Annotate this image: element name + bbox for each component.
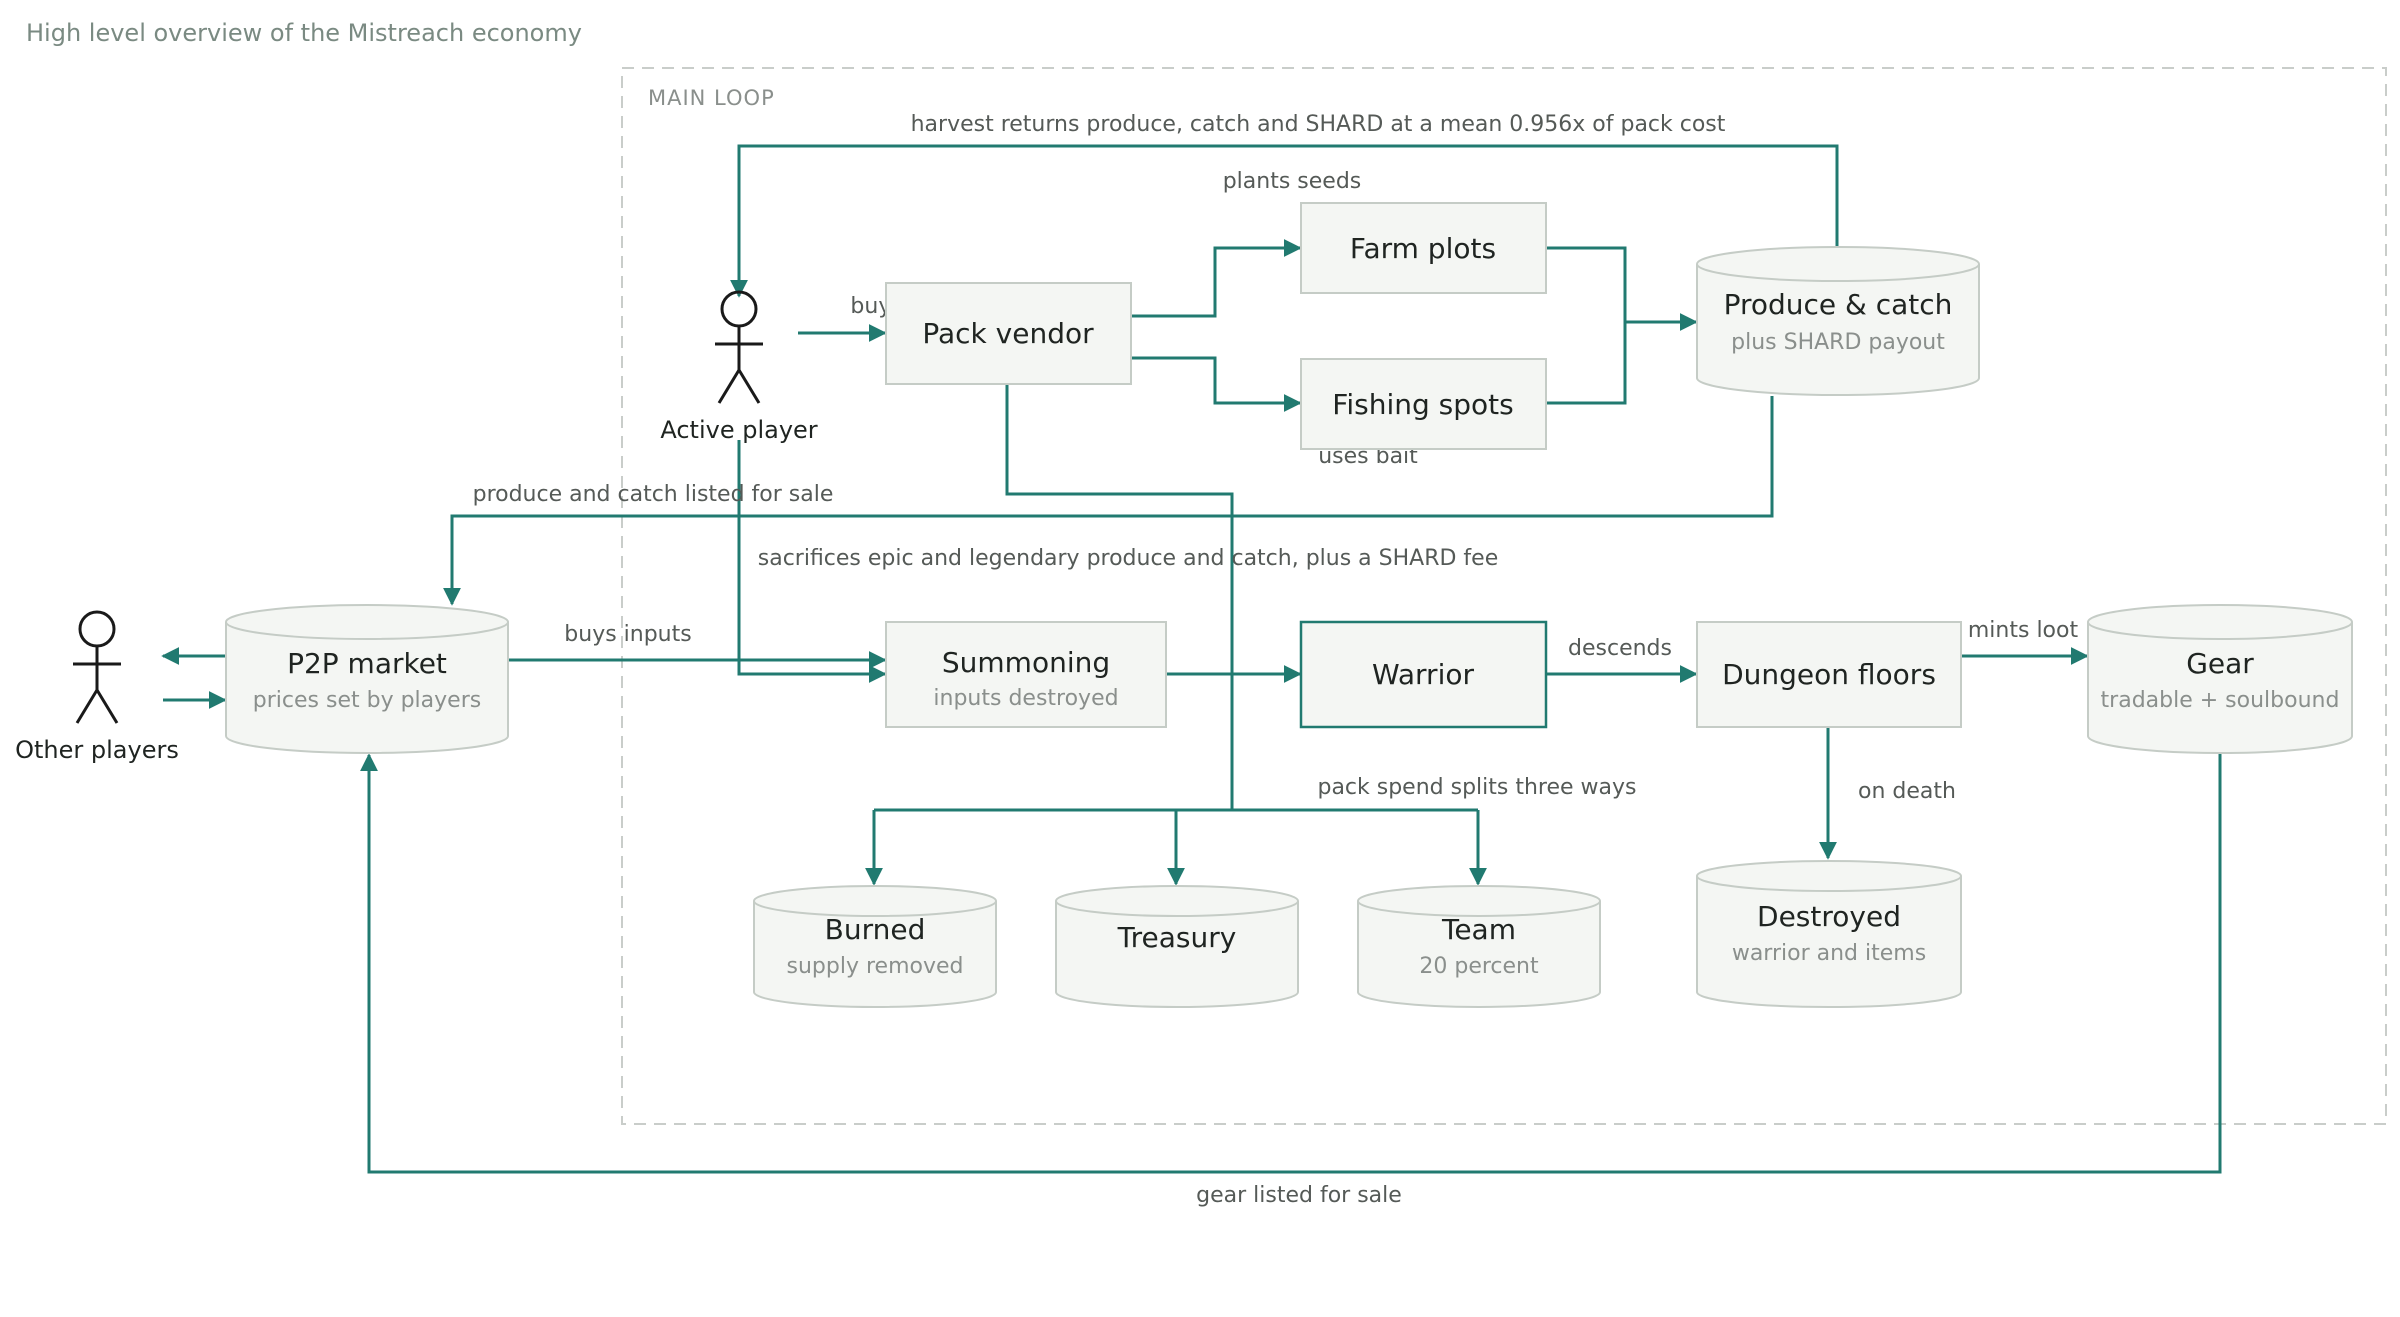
edge-harvest-returns xyxy=(730,144,1839,298)
team-node: Team 20 percent xyxy=(1357,885,1601,1008)
main-loop-group xyxy=(621,67,2387,1125)
team-sub: 20 percent xyxy=(1419,954,1539,979)
gear-title: Gear xyxy=(2186,647,2254,680)
other-players-actor: Other players xyxy=(15,610,179,764)
fishing-spots-title: Fishing spots xyxy=(1332,388,1513,421)
produce-catch-sub: plus SHARD payout xyxy=(1731,330,1945,355)
burned-node: Burned supply removed xyxy=(753,885,997,1008)
label-buys-inputs: buys inputs xyxy=(564,622,691,647)
destroyed-sub: warrior and items xyxy=(1732,941,1926,966)
pack-vendor-node: Pack vendor xyxy=(885,282,1132,385)
treasury-title: Treasury xyxy=(1117,921,1237,954)
produce-catch-node: Produce & catch plus SHARD payout xyxy=(1696,246,1980,396)
destroyed-node: Destroyed warrior and items xyxy=(1696,860,1962,1008)
dungeon-floors-node: Dungeon floors xyxy=(1696,621,1962,728)
warrior-title: Warrior xyxy=(1372,658,1474,691)
farm-plots-node: Farm plots xyxy=(1300,202,1547,294)
stick-figure-icon xyxy=(715,290,763,404)
edge-gear-listed xyxy=(360,753,2222,1174)
edge-merge-produce xyxy=(1545,246,1627,405)
page-title: High level overview of the Mistreach eco… xyxy=(26,19,582,47)
edge-pack-spend xyxy=(1005,385,1234,810)
dungeon-floors-title: Dungeon floors xyxy=(1722,658,1936,691)
p2p-market-title: P2P market xyxy=(287,647,447,680)
edge-plants-seeds xyxy=(1130,239,1302,318)
main-loop-label: MAIN LOOP xyxy=(648,86,775,110)
stick-figure-icon xyxy=(73,610,121,724)
active-player-label: Active player xyxy=(660,416,817,444)
active-player-actor: Active player xyxy=(660,290,818,444)
label-harvest-returns: harvest returns produce, catch and SHARD… xyxy=(911,112,1726,137)
warrior-node: Warrior xyxy=(1299,620,1548,729)
label-plants-seeds: plants seeds xyxy=(1223,169,1362,194)
gear-sub: tradable + soulbound xyxy=(2101,688,2340,713)
other-players-label: Other players xyxy=(15,736,179,764)
gear-node: Gear tradable + soulbound xyxy=(2087,604,2353,754)
summoning-title: Summoning xyxy=(942,646,1110,679)
team-title: Team xyxy=(1441,913,1516,946)
pack-vendor-title: Pack vendor xyxy=(922,317,1094,350)
burned-sub: supply removed xyxy=(787,954,964,979)
label-listed-for-sale: produce and catch listed for sale xyxy=(473,482,834,507)
label-mints-loot: mints loot xyxy=(1968,618,2079,643)
farm-plots-title: Farm plots xyxy=(1350,232,1496,265)
label-on-death: on death xyxy=(1858,779,1956,804)
label-gear-listed: gear listed for sale xyxy=(1196,1183,1402,1208)
label-sacrifices: sacrifices epic and legendary produce an… xyxy=(758,546,1499,571)
label-descends: descends xyxy=(1568,636,1672,661)
label-pack-spend: pack spend splits three ways xyxy=(1317,775,1636,800)
edge-sacrifices xyxy=(737,440,887,683)
edge-uses-bait xyxy=(1130,356,1302,412)
destroyed-title: Destroyed xyxy=(1757,900,1901,933)
summoning-sub: inputs destroyed xyxy=(933,686,1118,711)
p2p-market-node: P2P market prices set by players xyxy=(225,604,509,754)
treasury-node: Treasury xyxy=(1055,885,1299,1008)
fishing-spots-node: Fishing spots xyxy=(1300,358,1547,450)
edge-listed-for-sale xyxy=(443,396,1774,606)
p2p-market-sub: prices set by players xyxy=(253,688,481,713)
summoning-node: Summoning inputs destroyed xyxy=(885,621,1167,728)
produce-catch-title: Produce & catch xyxy=(1724,288,1953,321)
burned-title: Burned xyxy=(825,913,926,946)
